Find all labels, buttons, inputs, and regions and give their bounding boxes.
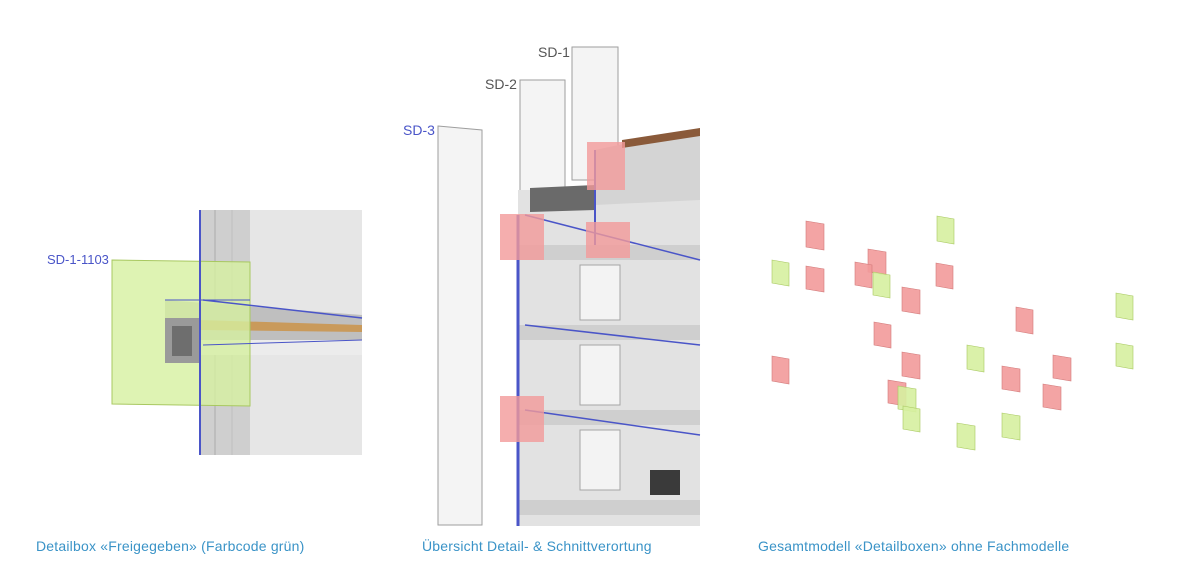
detail-box-pending <box>935 262 954 290</box>
detail-box-pending <box>873 321 892 349</box>
right-caption: Gesamtmodell «Detailboxen» ohne Fachmode… <box>758 538 1070 554</box>
detail-box-pending <box>771 355 790 385</box>
detail-box-pending <box>1042 383 1062 411</box>
detail-box-approved <box>771 259 790 287</box>
detail-box-approved <box>1115 342 1134 370</box>
section-label-sd3: SD-3 <box>403 122 435 138</box>
detail-box-pending <box>1001 365 1021 393</box>
detail-box-approved <box>956 422 976 451</box>
section-label-sd2: SD-2 <box>485 76 517 92</box>
detail-box-label: SD-1-1103 <box>47 252 109 267</box>
middle-panel: SD-1 SD-2 SD-3 Übersicht Detail- & Schni… <box>390 0 710 588</box>
middle-caption: Übersicht Detail- & Schnittverortung <box>422 538 652 554</box>
detail-box-approved <box>902 405 921 433</box>
detail-box-pending <box>854 261 873 289</box>
detail-boxes-overview <box>771 215 1134 451</box>
detail-box-approved <box>872 271 891 299</box>
detail-box-approved <box>1001 412 1021 441</box>
detail-box-pending <box>1015 306 1034 335</box>
detail-box-pending <box>1052 354 1072 382</box>
right-panel: Gesamtmodell «Detailboxen» ohne Fachmode… <box>740 0 1180 588</box>
detail-box-pending <box>901 286 921 315</box>
detail-box-pending <box>805 220 825 251</box>
detail-box-approved <box>936 215 955 245</box>
building-section-view <box>437 46 701 526</box>
section-label-sd1: SD-1 <box>538 44 570 60</box>
left-panel: SD-1-1103 Detailbox «Freigegeben» (Farbc… <box>0 0 380 588</box>
detail-box-pending <box>805 265 825 293</box>
left-caption: Detailbox «Freigegeben» (Farbcode grün) <box>36 538 305 554</box>
detail-box-view <box>111 210 363 455</box>
detail-box-pending <box>901 351 921 380</box>
detail-box-approved <box>966 344 985 373</box>
detail-box-approved <box>1115 292 1134 321</box>
